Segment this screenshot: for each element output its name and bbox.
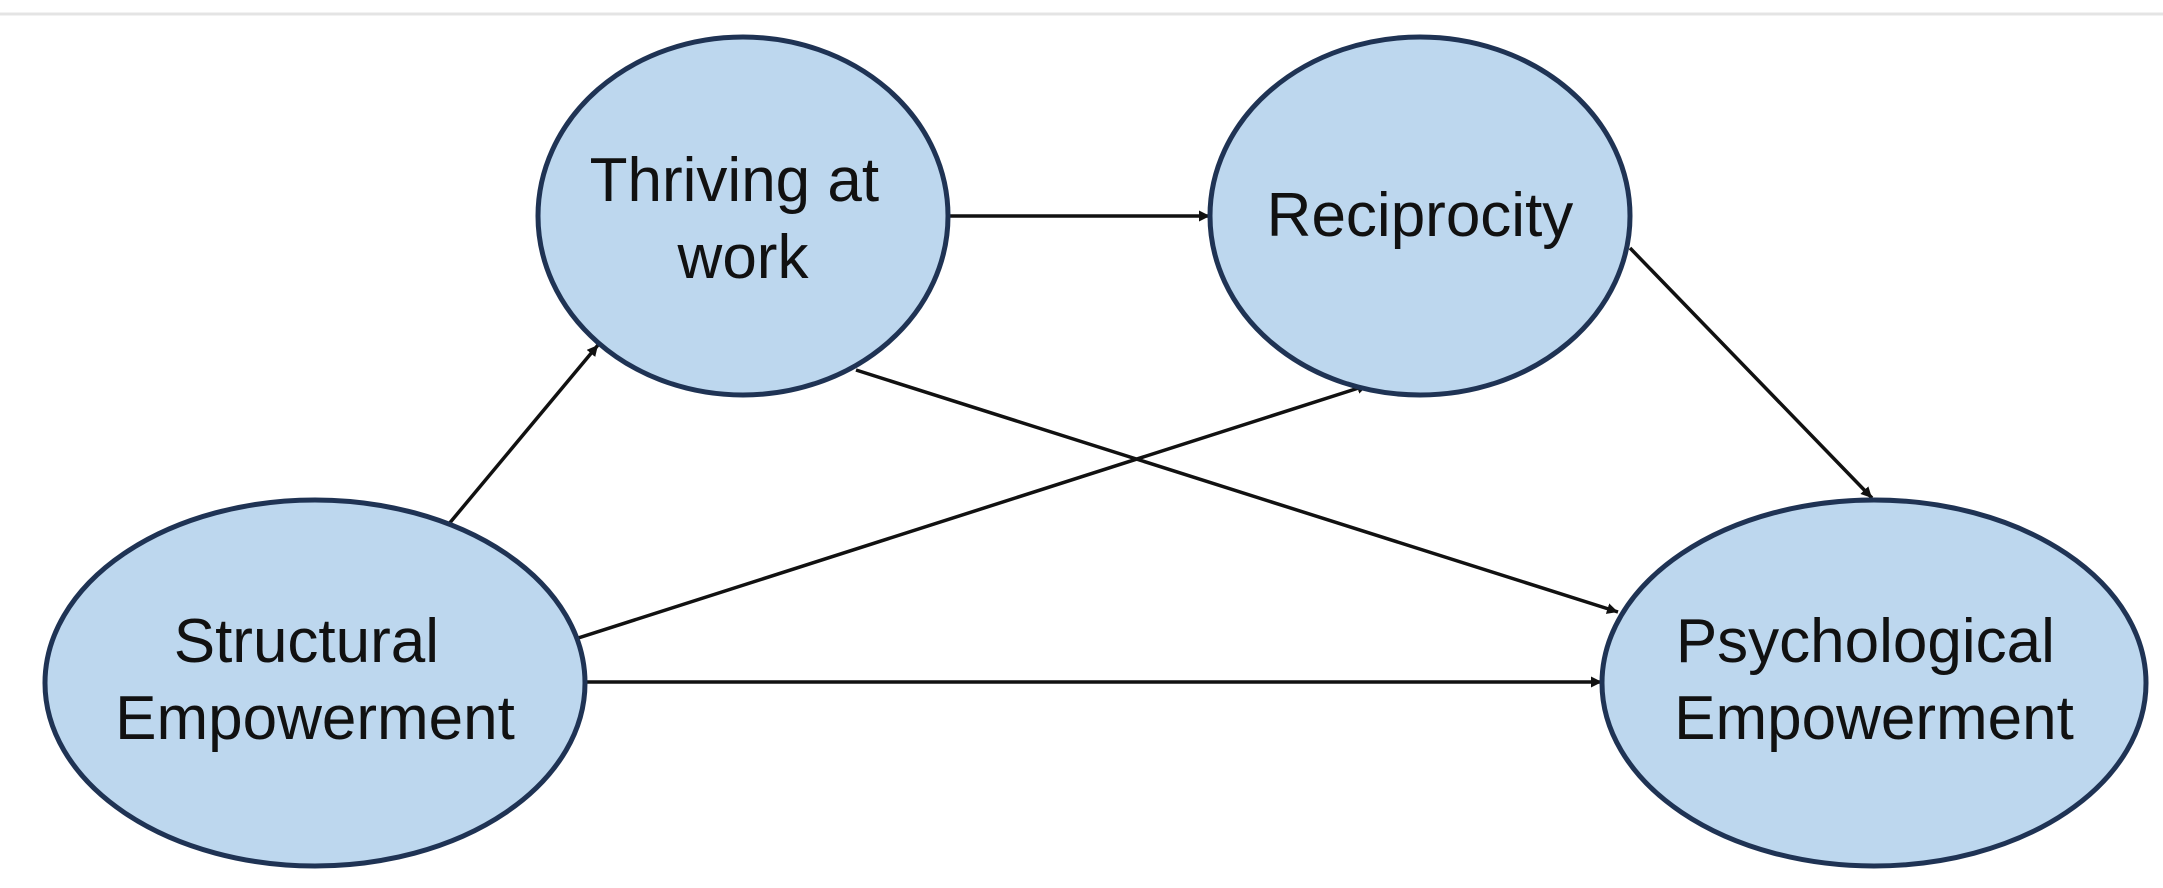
node-ellipse <box>1207 34 1633 398</box>
node-label-line: Empowerment <box>1674 684 2074 753</box>
node-structural-empowerment: Structural Empowerment <box>42 497 588 869</box>
node-label-line: work <box>677 223 810 292</box>
node-label: Reciprocity <box>1267 181 1574 250</box>
arrow-structural-to-thriving <box>446 343 600 527</box>
node-label-line: Thriving at <box>590 146 879 215</box>
arrow-reciprocity-to-psychological <box>1628 246 1874 500</box>
node-label-line: Empowerment <box>115 684 515 753</box>
node-ellipse <box>42 497 588 869</box>
node-label: Structural Empowerment <box>115 607 515 753</box>
node-thriving-at-work: Thriving at work <box>535 34 951 398</box>
node-ellipse <box>535 34 951 398</box>
node-label-line: Psychological <box>1676 607 2055 676</box>
node-label: Thriving at work <box>590 146 897 292</box>
node-psychological-empowerment: Psychological Empowerment <box>1599 497 2149 869</box>
node-label: Psychological Empowerment <box>1674 607 2074 753</box>
edges-layer <box>446 210 1874 688</box>
node-ellipse <box>1599 497 2149 869</box>
arrow-thriving-to-psychological <box>855 368 1619 614</box>
node-reciprocity: Reciprocity <box>1207 34 1633 398</box>
arrow-structural-to-reciprocity <box>571 383 1369 642</box>
node-label-line: Reciprocity <box>1267 181 1574 250</box>
node-label-line: Structural <box>174 607 439 676</box>
